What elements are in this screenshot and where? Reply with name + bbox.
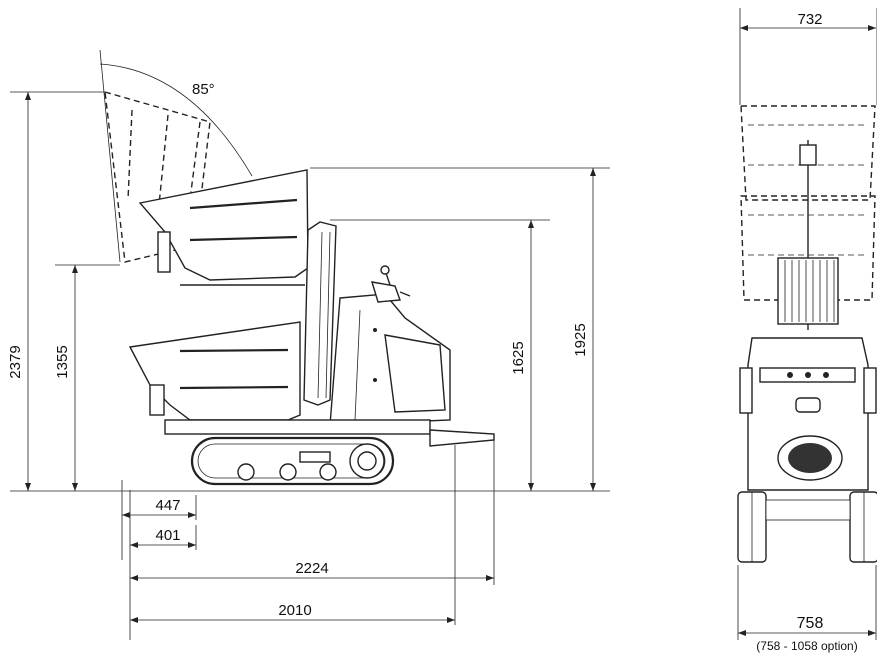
dim-label-2010: 2010 xyxy=(278,602,311,619)
dim-label-2224: 2224 xyxy=(295,560,328,577)
arrow xyxy=(590,483,596,491)
dim-label-1355: 1355 xyxy=(54,345,71,378)
lower-skip xyxy=(128,321,301,421)
raised-skip xyxy=(138,169,309,286)
dim-label-447: 447 xyxy=(155,497,180,514)
arrow xyxy=(25,483,31,491)
dim-label-401: 401 xyxy=(155,527,180,544)
rops-frame xyxy=(303,221,337,406)
dim-label-732: 732 xyxy=(797,11,822,28)
chassis xyxy=(164,419,495,447)
angle-arc xyxy=(99,63,253,177)
arrow xyxy=(25,92,31,100)
front-body xyxy=(739,337,877,491)
arrow xyxy=(528,483,534,491)
dim-label-758: 758 xyxy=(797,615,824,632)
arrow xyxy=(72,483,78,491)
track xyxy=(190,436,395,486)
front-raised-skip xyxy=(740,105,876,330)
dim-label-1625: 1625 xyxy=(510,341,527,374)
tipped-skip xyxy=(104,91,211,263)
arrow xyxy=(72,265,78,273)
arrow xyxy=(590,168,596,176)
dim-label-758-option: (758 - 1058 option) xyxy=(756,639,857,653)
front-tracks xyxy=(737,491,877,563)
angle-label: 85° xyxy=(192,81,215,98)
controls xyxy=(371,265,411,303)
angle-ref-line xyxy=(99,49,121,263)
front-view: 732 xyxy=(737,8,877,653)
front-radiator xyxy=(777,257,839,325)
engine-body xyxy=(329,293,451,426)
dim-label-1925: 1925 xyxy=(572,323,589,356)
side-view: 2379 1355 1625 1925 85° xyxy=(7,49,610,640)
dim-label-2379: 2379 xyxy=(7,345,24,378)
arrow xyxy=(528,220,534,228)
